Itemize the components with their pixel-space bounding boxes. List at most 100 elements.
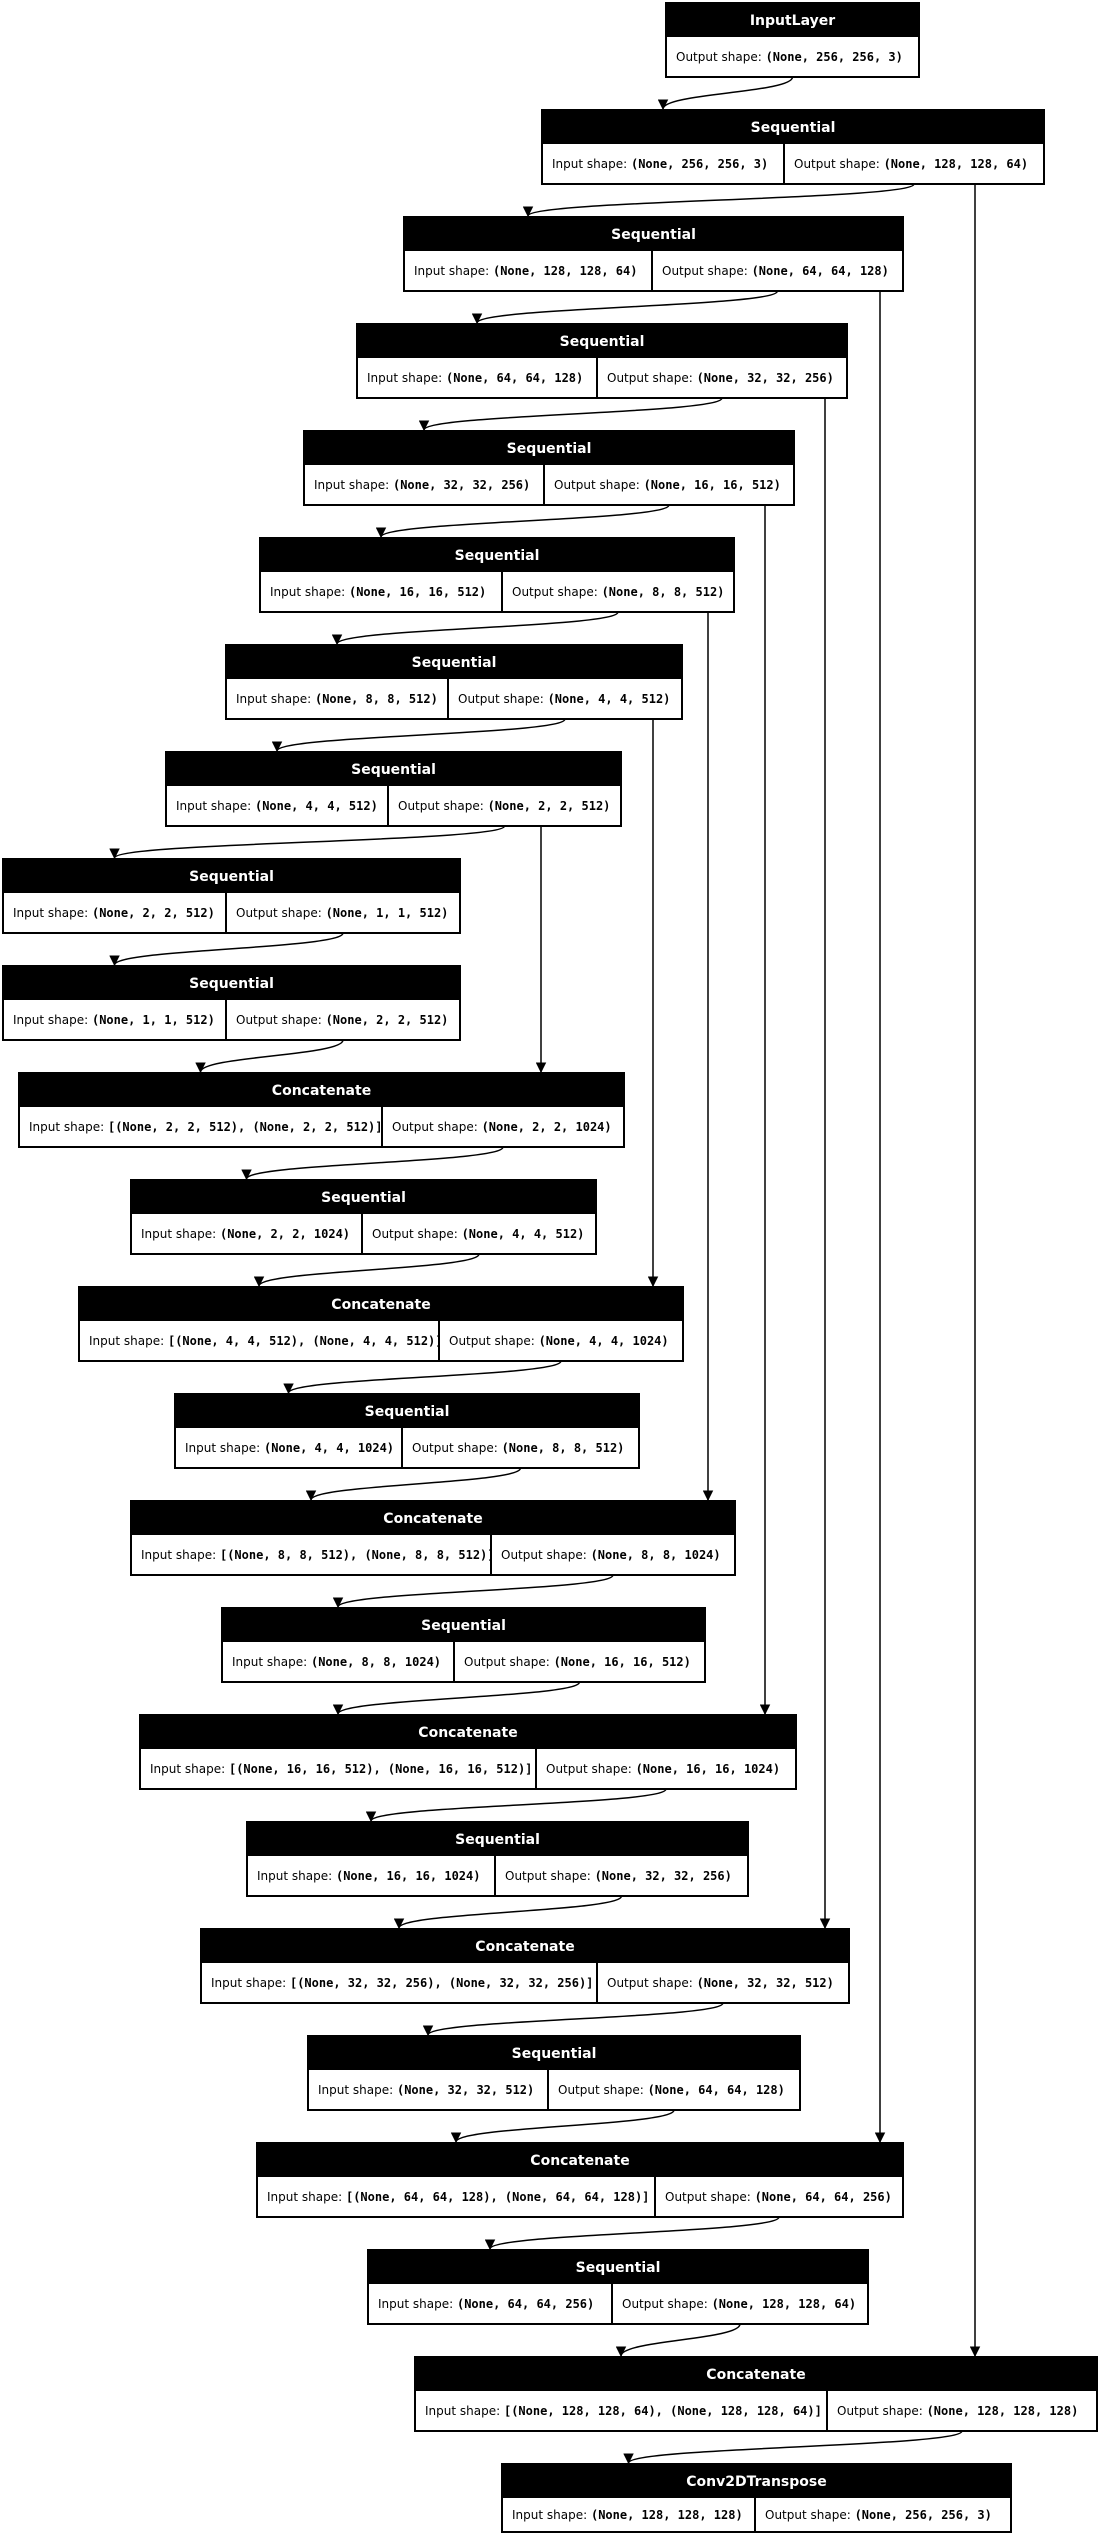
input-shape-label: Input shape: <box>512 2508 591 2522</box>
output-shape-value: (None, 64, 64, 256) <box>755 2190 892 2204</box>
node-header <box>415 2357 1097 2391</box>
edge-arrow <box>422 2002 724 2037</box>
input-shape-value: [(None, 16, 16, 512), (None, 16, 16, 512… <box>229 1762 532 1776</box>
input-shape-value: (None, 2, 2, 512) <box>92 906 215 920</box>
output-shape-value: (None, 4, 4, 512) <box>462 1227 585 1241</box>
node-title: Conv2DTranspose <box>686 2474 826 2490</box>
output-shape: Output shape: (None, 4, 4, 1024) <box>449 1334 669 1348</box>
output-shape: Output shape: (None, 2, 2, 1024) <box>392 1120 612 1134</box>
input-shape-value: (None, 8, 8, 512) <box>315 692 438 706</box>
output-shape: Output shape: (None, 8, 8, 512) <box>412 1441 624 1455</box>
output-shape: Output shape: (None, 128, 128, 64) <box>794 157 1028 171</box>
output-shape: Output shape: (None, 64, 64, 256) <box>665 2190 892 2204</box>
input-shape-value: (None, 4, 4, 512) <box>255 799 378 813</box>
input-shape: Input shape: (None, 32, 32, 256) <box>314 478 530 492</box>
input-shape-value: [(None, 2, 2, 512), (None, 2, 2, 512)] <box>108 1120 383 1134</box>
output-shape: Output shape: (None, 64, 64, 128) <box>558 2083 785 2097</box>
output-shape-label: Output shape: <box>464 1655 554 1669</box>
edge-arrow <box>522 183 915 218</box>
input-shape: Input shape: (None, 16, 16, 512) <box>270 585 486 599</box>
node-header <box>166 752 621 786</box>
node-header <box>368 2250 868 2284</box>
input-shape-label: Input shape: <box>29 1120 108 1134</box>
node-header <box>308 2036 800 2070</box>
input-shape: Input shape: (None, 64, 64, 128) <box>367 371 583 385</box>
output-shape: Output shape: (None, 16, 16, 512) <box>554 478 781 492</box>
output-shape-value: (None, 256, 256, 3) <box>766 50 903 64</box>
input-shape-label: Input shape: <box>232 1655 311 1669</box>
node-header <box>226 645 682 679</box>
node-title: Sequential <box>576 2260 661 2276</box>
output-shape-value: (None, 32, 32, 256) <box>595 1869 732 1883</box>
output-shape-label: Output shape: <box>665 2190 755 2204</box>
output-shape: Output shape: (None, 4, 4, 512) <box>372 1227 584 1241</box>
edge-arrow <box>365 1788 667 1823</box>
output-shape-label: Output shape: <box>236 1013 326 1027</box>
output-shape-value: (None, 128, 128, 128) <box>927 2404 1079 2418</box>
edge-arrow <box>283 1360 562 1395</box>
input-shape-value: (None, 16, 16, 1024) <box>336 1869 481 1883</box>
edge-arrow <box>418 397 723 432</box>
input-shape-label: Input shape: <box>414 264 493 278</box>
node-header <box>3 859 460 893</box>
output-shape: Output shape: (None, 32, 32, 256) <box>505 1869 732 1883</box>
output-shape-label: Output shape: <box>236 906 326 920</box>
node-title: Sequential <box>412 655 497 671</box>
input-shape: Input shape: (None, 64, 64, 256) <box>378 2297 594 2311</box>
input-shape-label: Input shape: <box>318 2083 397 2097</box>
output-shape-label: Output shape: <box>554 478 644 492</box>
node-header <box>257 2143 903 2177</box>
edge-arrow <box>471 290 779 325</box>
node-title: Sequential <box>455 548 540 564</box>
node-header <box>79 1287 683 1321</box>
input-shape-label: Input shape: <box>150 1762 229 1776</box>
node-header <box>175 1394 639 1428</box>
node-title: Sequential <box>560 334 645 350</box>
output-shape-label: Output shape: <box>392 1120 482 1134</box>
input-shape-label: Input shape: <box>552 157 631 171</box>
edge-arrow <box>241 1146 504 1181</box>
output-shape-value: (None, 256, 256, 3) <box>855 2508 992 2522</box>
output-shape: Output shape: (None, 2, 2, 512) <box>398 799 610 813</box>
input-shape-value: (None, 64, 64, 128) <box>446 371 583 385</box>
output-shape: Output shape: (None, 8, 8, 512) <box>512 585 724 599</box>
output-shape-label: Output shape: <box>794 157 884 171</box>
output-shape: Output shape: (None, 32, 32, 512) <box>607 1976 834 1990</box>
node-header <box>247 1822 748 1856</box>
node-title: Sequential <box>365 1404 450 1420</box>
input-shape-value: (None, 32, 32, 256) <box>393 478 530 492</box>
output-shape-value: (None, 2, 2, 512) <box>326 1013 449 1027</box>
input-shape: Input shape: (None, 128, 128, 64) <box>414 264 637 278</box>
output-shape: Output shape: (None, 8, 8, 1024) <box>501 1548 721 1562</box>
input-shape-label: Input shape: <box>267 2190 346 2204</box>
input-shape: Input shape: [(None, 8, 8, 512), (None, … <box>141 1548 495 1562</box>
edge-arrow <box>195 1039 344 1074</box>
output-shape: Output shape: (None, 256, 256, 3) <box>765 2508 992 2522</box>
output-shape: Output shape: (None, 1, 1, 512) <box>236 906 448 920</box>
output-shape-label: Output shape: <box>546 1762 636 1776</box>
node-title: Sequential <box>751 120 836 136</box>
input-shape-value: [(None, 4, 4, 512), (None, 4, 4, 512)] <box>168 1334 443 1348</box>
node-header <box>222 1608 705 1642</box>
output-shape-label: Output shape: <box>558 2083 648 2097</box>
output-shape-value: (None, 8, 8, 512) <box>602 585 725 599</box>
input-shape-label: Input shape: <box>236 692 315 706</box>
node-title: Sequential <box>189 976 274 992</box>
edge-arrow <box>657 76 794 111</box>
input-shape: Input shape: (None, 2, 2, 1024) <box>141 1227 350 1241</box>
node-title: Concatenate <box>706 2367 805 2383</box>
node-title: Concatenate <box>418 1725 517 1741</box>
